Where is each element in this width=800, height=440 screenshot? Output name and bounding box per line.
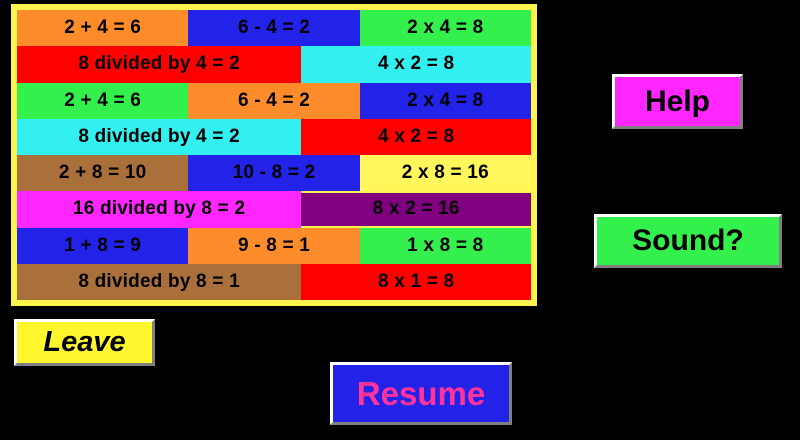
fact-cell[interactable]: 4 x 2 = 8 — [301, 118, 531, 155]
fact-cell[interactable]: 9 - 8 = 1 — [188, 227, 360, 264]
fact-cell[interactable]: 8 x 1 = 8 — [301, 263, 531, 300]
fact-cell[interactable]: 2 + 4 = 6 — [17, 10, 189, 47]
fact-cell[interactable]: 2 x 4 = 8 — [359, 82, 531, 119]
fact-cell[interactable]: 8 divided by 4 = 2 — [17, 46, 302, 83]
resume-button[interactable]: Resume — [330, 362, 512, 425]
fact-cell[interactable]: 8 divided by 4 = 2 — [17, 118, 302, 155]
fact-cell[interactable]: 2 + 4 = 6 — [17, 82, 189, 119]
sound-button[interactable]: Sound? — [594, 214, 782, 268]
fact-cell[interactable]: 4 x 2 = 8 — [301, 46, 531, 83]
fact-cell[interactable]: 8 divided by 8 = 1 — [17, 263, 302, 300]
fact-cell[interactable]: 2 x 4 = 8 — [359, 10, 531, 47]
help-button[interactable]: Help — [612, 74, 743, 129]
fact-cell[interactable]: 16 divided by 8 = 2 — [17, 191, 302, 228]
fact-cell[interactable]: 1 x 8 = 8 — [359, 227, 531, 264]
leave-button[interactable]: Leave — [14, 319, 155, 366]
fact-cell[interactable]: 1 + 8 = 9 — [17, 227, 189, 264]
fact-cell[interactable]: 6 - 4 = 2 — [188, 82, 360, 119]
fact-cell[interactable]: 2 + 8 = 10 — [17, 155, 189, 192]
fact-cell[interactable]: 8 x 2 = 16 — [301, 193, 531, 226]
fact-cell[interactable]: 2 x 8 = 16 — [359, 155, 531, 192]
fact-cell[interactable]: 6 - 4 = 2 — [188, 10, 360, 47]
fact-cell[interactable]: 10 - 8 = 2 — [188, 155, 360, 192]
